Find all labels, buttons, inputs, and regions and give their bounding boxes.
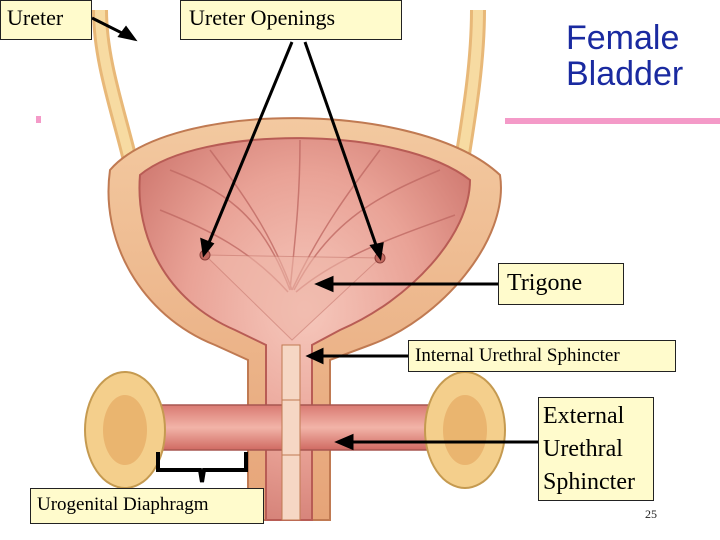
page-number: 25: [645, 507, 657, 521]
external-sphincter-line-3: Sphincter: [543, 469, 635, 495]
external-sphincter-label: External Urethral Sphincter: [538, 397, 654, 501]
external-sphincter-line-1: External: [543, 403, 625, 429]
ureter-openings-label: Ureter Openings: [180, 0, 402, 40]
title-line-2: Bladder: [566, 55, 684, 93]
internal-sphincter-label: Internal Urethral Sphincter: [408, 340, 676, 372]
ureter-opening-right-pointer: [303, 41, 379, 249]
ureter-opening-left-pointer: [206, 41, 294, 246]
external-sphincter-line-2: Urethral: [543, 436, 623, 462]
decorative-pink-bar: [505, 118, 720, 124]
decorative-pink-dot: [36, 116, 41, 123]
trigone-region: [203, 254, 382, 341]
title-line-1: Female: [566, 19, 680, 57]
urogenital-diaphragm-label: Urogenital Diaphragm: [30, 488, 264, 524]
trigone-label: Trigone: [498, 263, 624, 305]
bladder-inner-lining: [138, 137, 472, 521]
diaphragm-brace: [156, 452, 248, 483]
ureter-label: Ureter: [0, 0, 92, 40]
slide-title: Female Bladder: [566, 20, 683, 92]
